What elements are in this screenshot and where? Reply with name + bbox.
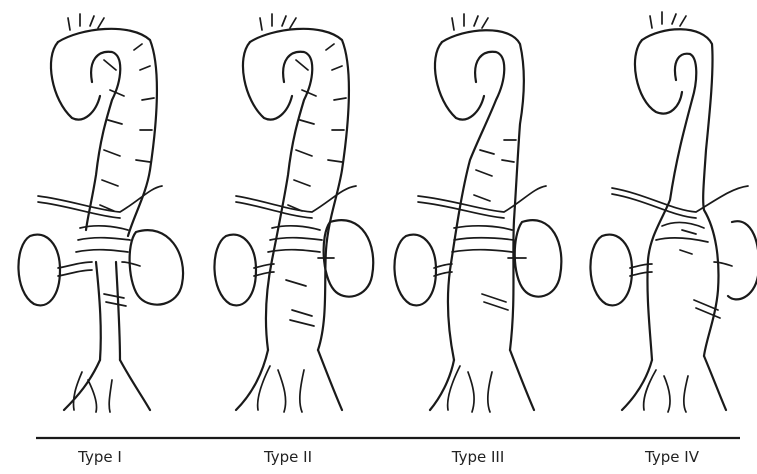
diagram-type-4 — [590, 12, 757, 412]
type-3-label: Type III — [408, 448, 548, 466]
type-4-label: Type IV — [602, 448, 742, 466]
diagram-type-2 — [214, 14, 373, 412]
diagram-type-1 — [18, 14, 183, 412]
diagram-type-3 — [394, 14, 561, 412]
type-2-label: Type II — [218, 448, 358, 466]
type-1-label: Type I — [30, 448, 170, 466]
